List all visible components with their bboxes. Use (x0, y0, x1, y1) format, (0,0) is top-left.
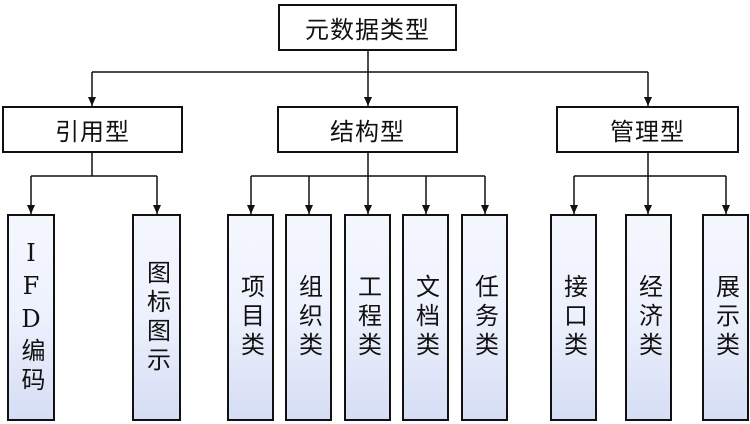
leaf-node-label: 接口类 (559, 274, 588, 361)
leaf-node-label: 经济类 (634, 274, 663, 361)
leaf-node-project: 项目类 (227, 214, 274, 421)
leaf-node-display: 展示类 (702, 214, 749, 421)
leaf-node-economy: 经济类 (625, 214, 672, 421)
leaf-node-document: 文档类 (402, 214, 449, 421)
leaf-node-label: 项目类 (236, 274, 265, 361)
leaf-node-icon-diagram: 图标图示 (132, 214, 181, 421)
category-node-structure: 结构型 (277, 106, 458, 153)
leaf-node-interface: 接口类 (550, 214, 597, 421)
leaf-node-label: 图标图示 (142, 259, 171, 376)
leaf-node-task: 任务类 (461, 214, 508, 421)
leaf-node-label: 任务类 (470, 274, 499, 361)
leaf-node-ifd-code: IFD编码 (7, 214, 55, 421)
leaf-node-label: 组织类 (294, 274, 323, 361)
leaf-node-label: 工程类 (353, 274, 382, 361)
leaf-node-organization: 组织类 (285, 214, 332, 421)
leaf-node-label: IFD编码 (17, 239, 45, 396)
leaf-node-label: 展示类 (711, 274, 740, 361)
leaf-node-engineering: 工程类 (344, 214, 391, 421)
leaf-node-label: 文档类 (411, 274, 440, 361)
category-node-reference: 引用型 (2, 106, 183, 153)
root-node: 元数据类型 (278, 4, 457, 51)
category-node-management: 管理型 (556, 106, 739, 153)
